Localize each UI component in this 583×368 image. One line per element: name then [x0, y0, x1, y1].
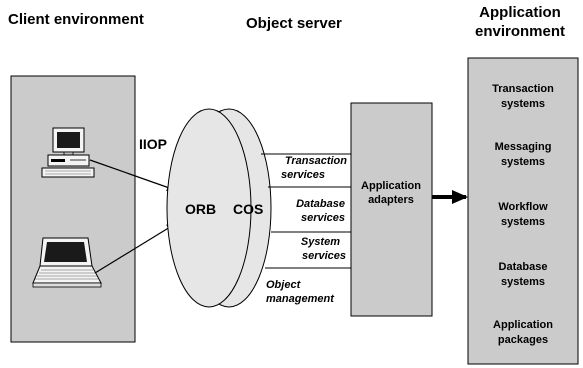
database-services-label-line1: Database [296, 198, 345, 210]
cos-label: COS [233, 201, 263, 217]
iiop-label: IIOP [139, 136, 167, 152]
database-services-label-line2: services [301, 212, 345, 224]
database-systems-label-line1: Database [499, 261, 548, 273]
client-environment-panel [10, 75, 136, 343]
application-adapters-box [350, 102, 433, 317]
system-services-label-line2: services [302, 250, 346, 262]
application-environment-panel [467, 57, 579, 365]
transaction-services-label-line1: Transaction [285, 155, 347, 167]
transaction-systems-label-line2: systems [501, 98, 545, 110]
system-services-label-line1: System [301, 236, 340, 248]
application-environment-header-line2: environment [475, 23, 565, 40]
client-environment-header: Client environment [8, 11, 144, 28]
database-systems-label-line2: systems [501, 276, 545, 288]
application-adapters-label-line2: adapters [368, 194, 414, 206]
transaction-systems-label-line1: Transaction [492, 83, 554, 95]
orb-label: ORB [185, 201, 216, 217]
desktop-computer-icon [41, 127, 95, 178]
application-packages-label-line2: packages [498, 334, 548, 346]
laptop-computer-icon [32, 237, 102, 288]
transaction-services-label-line2: services [281, 169, 325, 181]
application-environment-header-line1: Application [479, 4, 561, 21]
messaging-systems-label-line1: Messaging [495, 141, 552, 153]
object-server-header: Object server [246, 15, 342, 32]
application-packages-label-line1: Application [493, 319, 553, 331]
workflow-systems-label-line2: systems [501, 216, 545, 228]
messaging-systems-label-line2: systems [501, 156, 545, 168]
desktop-to-orb-arrow [89, 159, 176, 192]
laptop-to-orb-arrow [94, 223, 176, 274]
application-adapters-label-line1: Application [361, 180, 421, 192]
orb-ellipse [166, 108, 252, 308]
service-lines [261, 153, 351, 269]
workflow-systems-label-line1: Workflow [498, 201, 548, 213]
object-management-label-line2: management [266, 293, 335, 305]
object-management-label-line1: Object [266, 279, 302, 291]
